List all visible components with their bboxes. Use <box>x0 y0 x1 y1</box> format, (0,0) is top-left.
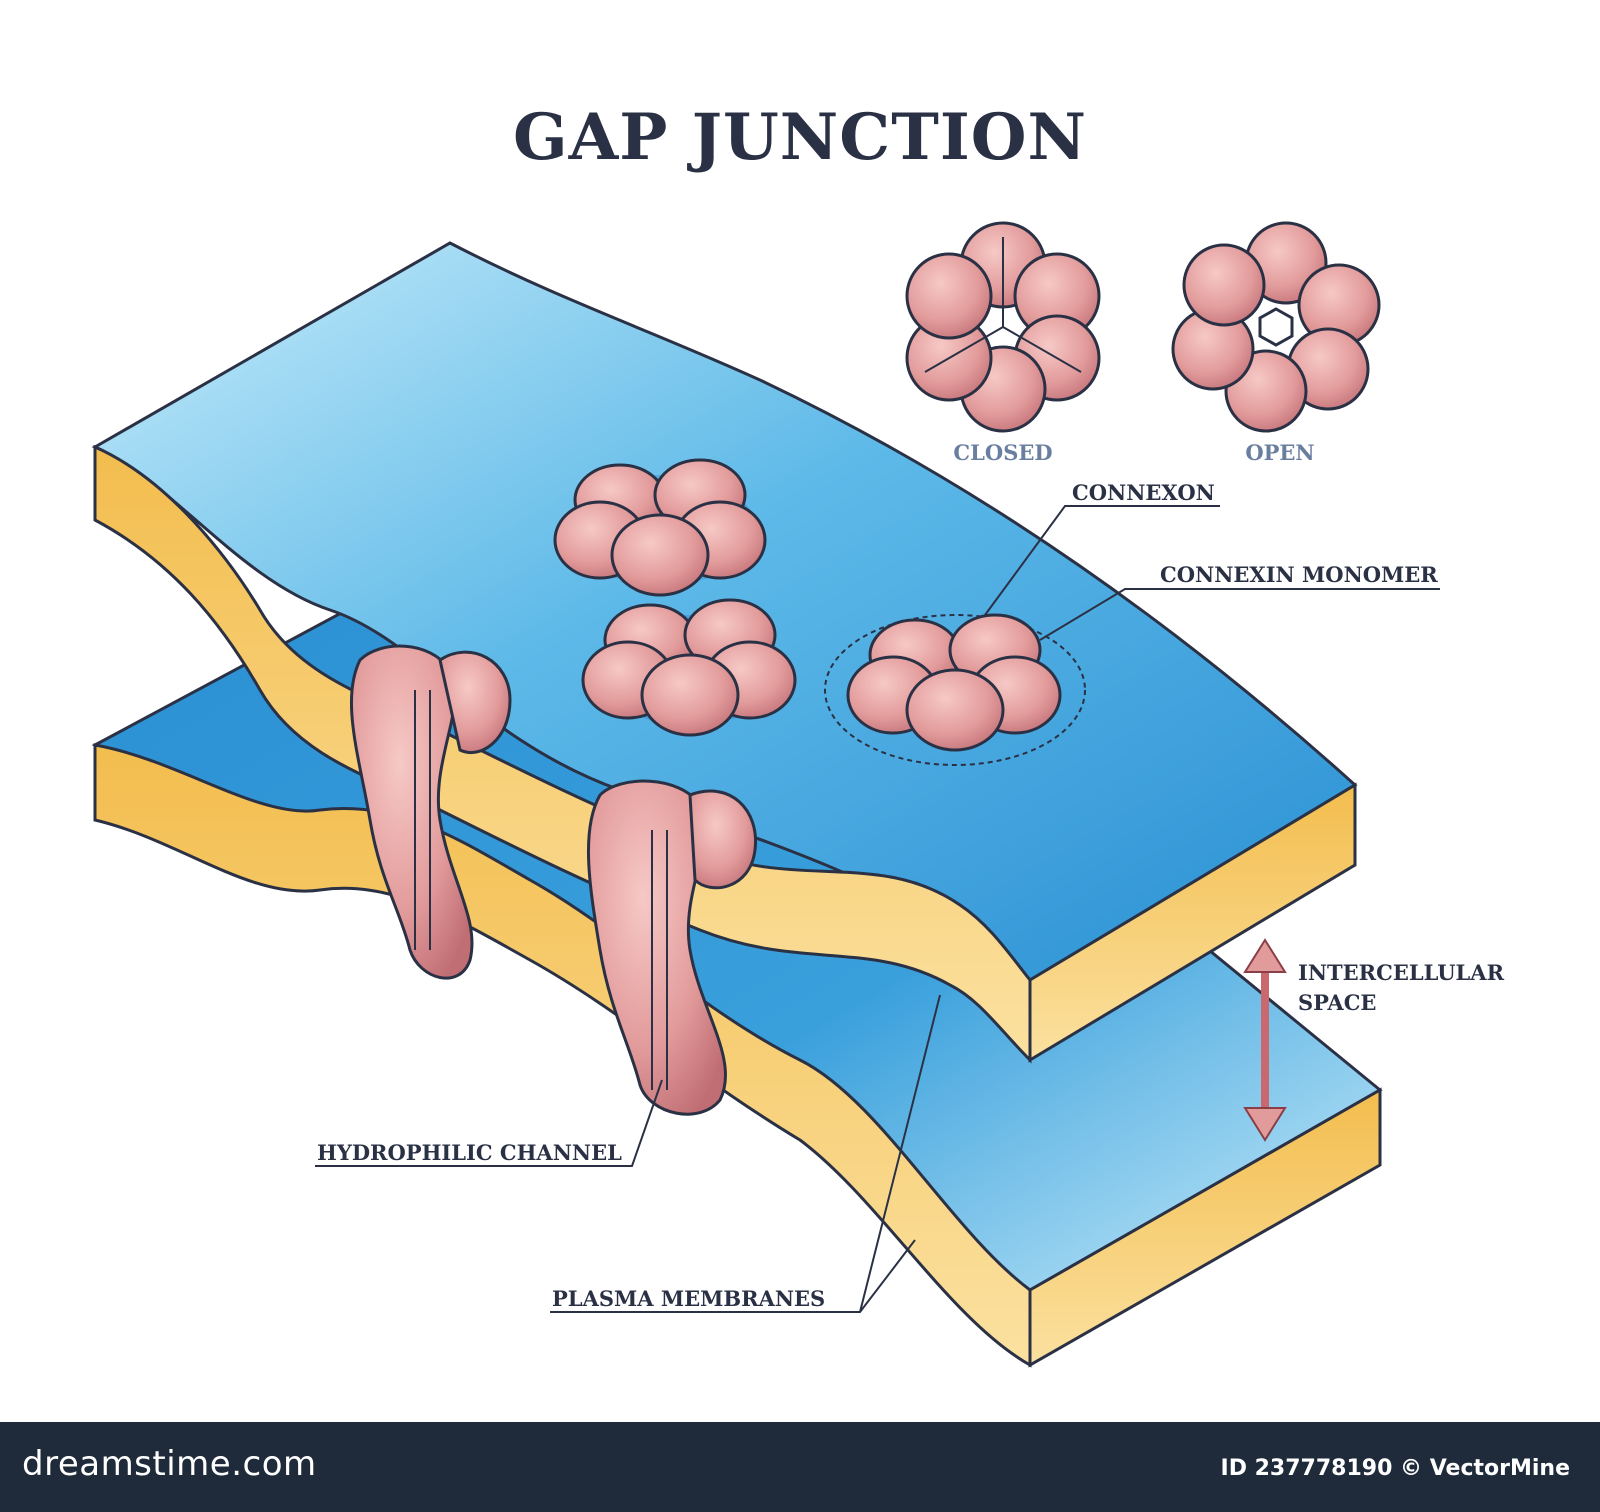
connexin-monomer-label: CONNEXIN MONOMER <box>1160 562 1438 587</box>
intercellular-space-line1: INTERCELLULAR <box>1298 960 1505 985</box>
leader-lines <box>315 505 1440 1313</box>
gap-junction-channel-left <box>349 644 512 980</box>
connexon-1 <box>553 458 767 597</box>
connexon-3-highlighted <box>824 613 1086 766</box>
diagram-title: GAP JUNCTION <box>512 100 1088 175</box>
intercellular-space-arrow <box>1243 938 1287 1142</box>
intercellular-space-label: INTERCELLULAR SPACE <box>1298 958 1504 1018</box>
connexon-label: CONNEXON <box>1072 480 1215 505</box>
hydrophilic-channel-label: HYDROPHILIC CHANNEL <box>317 1140 622 1165</box>
footer-brand: dreamstime.com <box>22 1444 317 1484</box>
closed-state-label: CLOSED <box>953 440 1053 465</box>
connexon-2 <box>581 598 797 737</box>
footer-image-id: ID 237778190 © VectorMine <box>1220 1456 1570 1481</box>
intercellular-space-line2: SPACE <box>1298 990 1377 1015</box>
diagram-canvas <box>91 221 1440 1368</box>
connexon-closed-top-view <box>905 221 1101 433</box>
plasma-membranes-label: PLASMA MEMBRANES <box>552 1286 826 1311</box>
footer-bar: dreamstime.com ID 237778190 © VectorMine <box>0 1422 1600 1512</box>
open-state-label: OPEN <box>1245 440 1315 465</box>
connexon-open-top-view <box>1171 221 1381 433</box>
gap-junction-channel-right <box>587 779 758 1116</box>
